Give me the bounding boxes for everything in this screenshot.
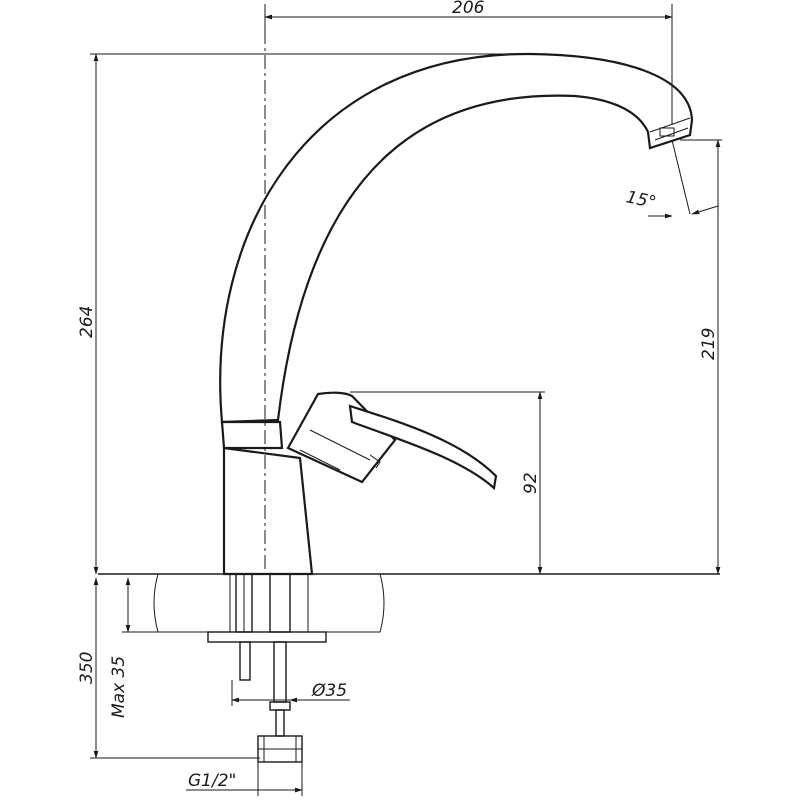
dimension-lines xyxy=(90,4,722,796)
countertop xyxy=(98,573,720,633)
dim-thread-label: G1/2" xyxy=(188,771,236,791)
dim-219-label: 219 xyxy=(699,328,719,360)
dim-264-label: 264 xyxy=(77,306,97,338)
mounting-hardware xyxy=(207,573,327,763)
dim-angle-label: 15° xyxy=(624,187,658,213)
dim-350-label: 350 xyxy=(77,652,97,684)
spout xyxy=(219,52,694,424)
dim-diameter-label: Ø35 xyxy=(311,681,347,701)
dim-92-label: 92 xyxy=(521,472,541,494)
lever-handle xyxy=(286,391,498,491)
dim-max35-label: Max 35 xyxy=(109,656,129,718)
dim-206-label: 206 xyxy=(452,0,485,18)
faucet-body xyxy=(220,420,314,576)
